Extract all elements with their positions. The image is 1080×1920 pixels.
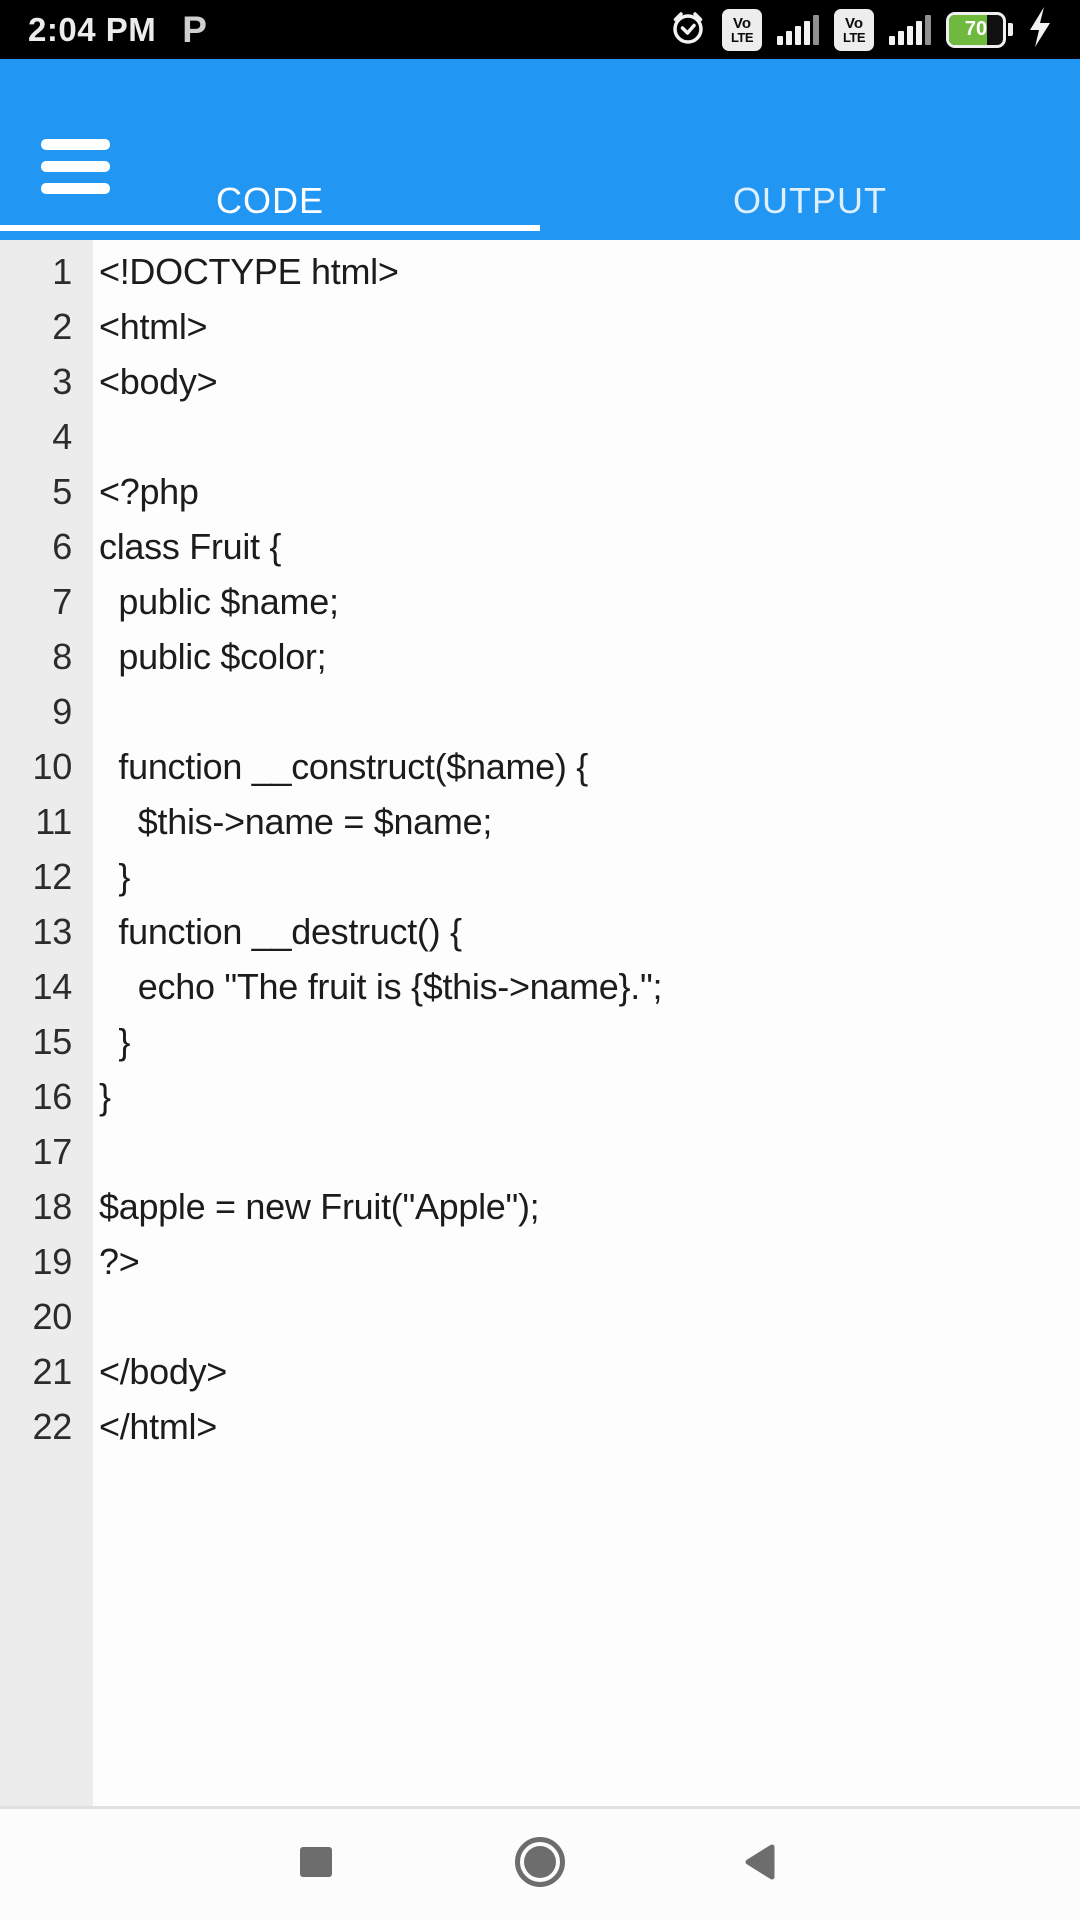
line-text: }: [99, 1021, 131, 1062]
line-text: <body>: [99, 361, 218, 402]
line-number: 12: [32, 856, 73, 897]
code-line: 22 </html>: [0, 1399, 1080, 1454]
line-number: 19: [32, 1241, 73, 1282]
home-button-circle-icon[interactable]: [515, 1837, 565, 1887]
status-bar: 2:04 PM P Vo LTE Vo LTE: [0, 0, 1080, 59]
line-number: 16: [32, 1076, 73, 1117]
menu-icon[interactable]: [41, 139, 110, 194]
line-text: echo "The fruit is {$this->name}.";: [99, 966, 663, 1007]
line-text: }: [99, 856, 131, 897]
line-text: $apple = new Fruit("Apple");: [99, 1186, 540, 1227]
code-line: 9: [0, 684, 1080, 739]
charging-bolt-icon: [1028, 7, 1052, 52]
line-number: 15: [32, 1021, 73, 1062]
signal-bars-sim1: [777, 14, 819, 45]
back-button-triangle-icon[interactable]: [743, 1844, 775, 1880]
line-text: }: [99, 1076, 111, 1117]
navbar-divider: [0, 1806, 1080, 1809]
code-line: 5 <?php: [0, 464, 1080, 519]
code-line: 19 ?>: [0, 1234, 1080, 1289]
line-number: 20: [32, 1296, 73, 1337]
line-text: [93, 1289, 99, 1344]
line-number: 10: [32, 746, 73, 787]
line-text: class Fruit {: [99, 526, 282, 567]
line-text: [93, 409, 99, 464]
code-line: 14 echo "The fruit is {$this->name}.";: [0, 959, 1080, 1014]
line-text: <!DOCTYPE html>: [99, 251, 399, 292]
line-text: [93, 684, 99, 739]
code-line: 20: [0, 1289, 1080, 1344]
code-line: 10 function __construct($name) {: [0, 739, 1080, 794]
line-number: 1: [52, 251, 72, 292]
code-line: 2 <html>: [0, 299, 1080, 354]
tab-bar: CODE OUTPUT: [0, 148, 1080, 240]
line-number: 22: [32, 1406, 73, 1447]
code-line: 12 }: [0, 849, 1080, 904]
line-number: 13: [32, 911, 73, 952]
line-text: function __construct($name) {: [99, 746, 588, 787]
line-number: 11: [35, 801, 72, 842]
line-number: 18: [32, 1186, 73, 1227]
code-line: 13 function __destruct() {: [0, 904, 1080, 959]
tab-code[interactable]: CODE: [215, 180, 324, 221]
code-line: 16}: [0, 1069, 1080, 1124]
android-nav-bar: [0, 1809, 1080, 1920]
line-text: <html>: [99, 306, 208, 347]
battery-icon: 70: [946, 11, 1013, 48]
line-number: 8: [52, 636, 72, 677]
active-tab-underline: [0, 225, 540, 231]
volte-badge-sim1: Vo LTE: [722, 8, 762, 51]
line-text: </body>: [99, 1351, 228, 1392]
line-number: 5: [52, 471, 72, 512]
line-number: 7: [52, 581, 72, 622]
code-editor[interactable]: 1 <!DOCTYPE html> 2 <html> 3 <body> 4 5 <?php 6 cl…: [0, 240, 1080, 1806]
line-number: 3: [52, 361, 72, 402]
tab-output[interactable]: OUTPUT: [733, 180, 887, 221]
line-text: function __destruct() {: [99, 911, 462, 952]
code-line: 21 </body>: [0, 1344, 1080, 1399]
status-icons: Vo LTE Vo LTE 70: [669, 7, 1052, 52]
line-number: 6: [52, 526, 72, 567]
notification-app-icon: P: [182, 8, 207, 50]
line-text: ?>: [99, 1241, 140, 1282]
line-number: 17: [32, 1131, 73, 1172]
code-line: 17: [0, 1124, 1080, 1179]
battery-percent-text: 70: [964, 18, 988, 40]
code-line: 11 $this->name = $name;: [0, 794, 1080, 849]
line-text: public $name;: [99, 581, 339, 622]
code-line: 3 <body>: [0, 354, 1080, 409]
line-text: </html>: [99, 1406, 217, 1447]
line-text: $this->name = $name;: [99, 801, 493, 842]
volte-badge-sim2: Vo LTE: [834, 8, 874, 51]
app-header: CODE OUTPUT: [0, 59, 1080, 240]
recents-button-square-icon[interactable]: [300, 1847, 332, 1877]
line-number: 9: [52, 691, 72, 732]
code-line: 4: [0, 409, 1080, 464]
clock-text: 2:04 PM: [28, 10, 157, 48]
line-text: <?php: [99, 471, 199, 512]
code-line: 18 $apple = new Fruit("Apple");: [0, 1179, 1080, 1234]
code-lines: 1 <!DOCTYPE html> 2 <html> 3 <body> 4 5 <?php 6 cl…: [0, 244, 1080, 1454]
signal-bars-sim2: [889, 14, 931, 45]
line-number: 4: [52, 416, 72, 457]
line-number: 2: [52, 306, 72, 347]
line-number: 14: [32, 966, 73, 1007]
code-line: 7 public $name;: [0, 574, 1080, 629]
alarm-icon: [669, 7, 707, 52]
code-line: 15 }: [0, 1014, 1080, 1069]
line-text: [93, 1124, 99, 1179]
line-number: 21: [32, 1351, 73, 1392]
code-line: 6 class Fruit {: [0, 519, 1080, 574]
line-text: public $color;: [99, 636, 327, 677]
code-line: 1 <!DOCTYPE html>: [0, 244, 1080, 299]
code-line: 8 public $color;: [0, 629, 1080, 684]
